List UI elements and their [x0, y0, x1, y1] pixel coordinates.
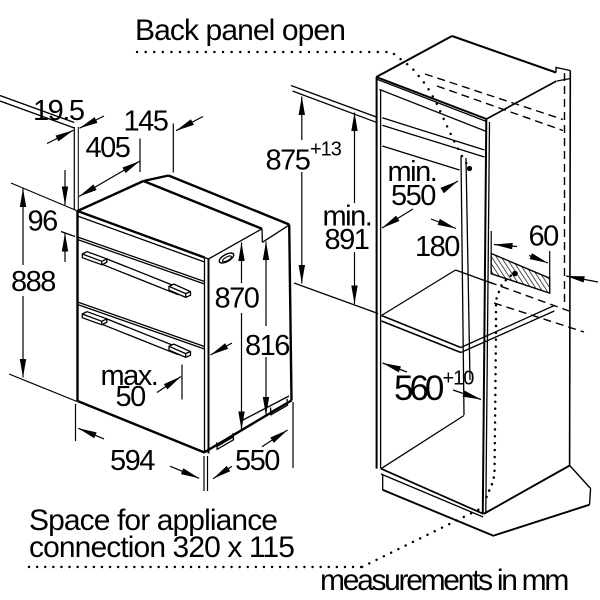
svg-text:measurements in mm: measurements in mm	[320, 564, 568, 597]
svg-text:Back panel open: Back panel open	[135, 14, 345, 47]
svg-text:550: 550	[235, 445, 279, 477]
svg-text:145: 145	[124, 106, 168, 138]
svg-text:891: 891	[325, 224, 369, 256]
svg-text:405: 405	[86, 132, 130, 164]
svg-text:550: 550	[391, 180, 435, 212]
svg-text:+13: +13	[310, 139, 342, 161]
svg-text:Space for appliance: Space for appliance	[29, 504, 277, 537]
svg-text:connection 320 x 115: connection 320 x 115	[29, 531, 294, 564]
svg-text:870: 870	[215, 283, 259, 315]
svg-text:min.: min.	[323, 201, 372, 233]
svg-text:180: 180	[415, 231, 459, 263]
svg-text:max.: max.	[101, 360, 158, 392]
svg-text:min.: min.	[388, 156, 437, 188]
svg-text:560: 560	[394, 369, 444, 408]
svg-text:875: 875	[266, 145, 310, 177]
svg-text:888: 888	[11, 266, 55, 298]
svg-text:816: 816	[245, 330, 289, 362]
svg-text:60: 60	[529, 221, 559, 253]
svg-text:19.5: 19.5	[33, 95, 84, 127]
svg-text:+10: +10	[443, 368, 475, 390]
svg-text:96: 96	[28, 206, 58, 238]
svg-text:50: 50	[116, 381, 146, 413]
svg-text:594: 594	[110, 445, 155, 477]
